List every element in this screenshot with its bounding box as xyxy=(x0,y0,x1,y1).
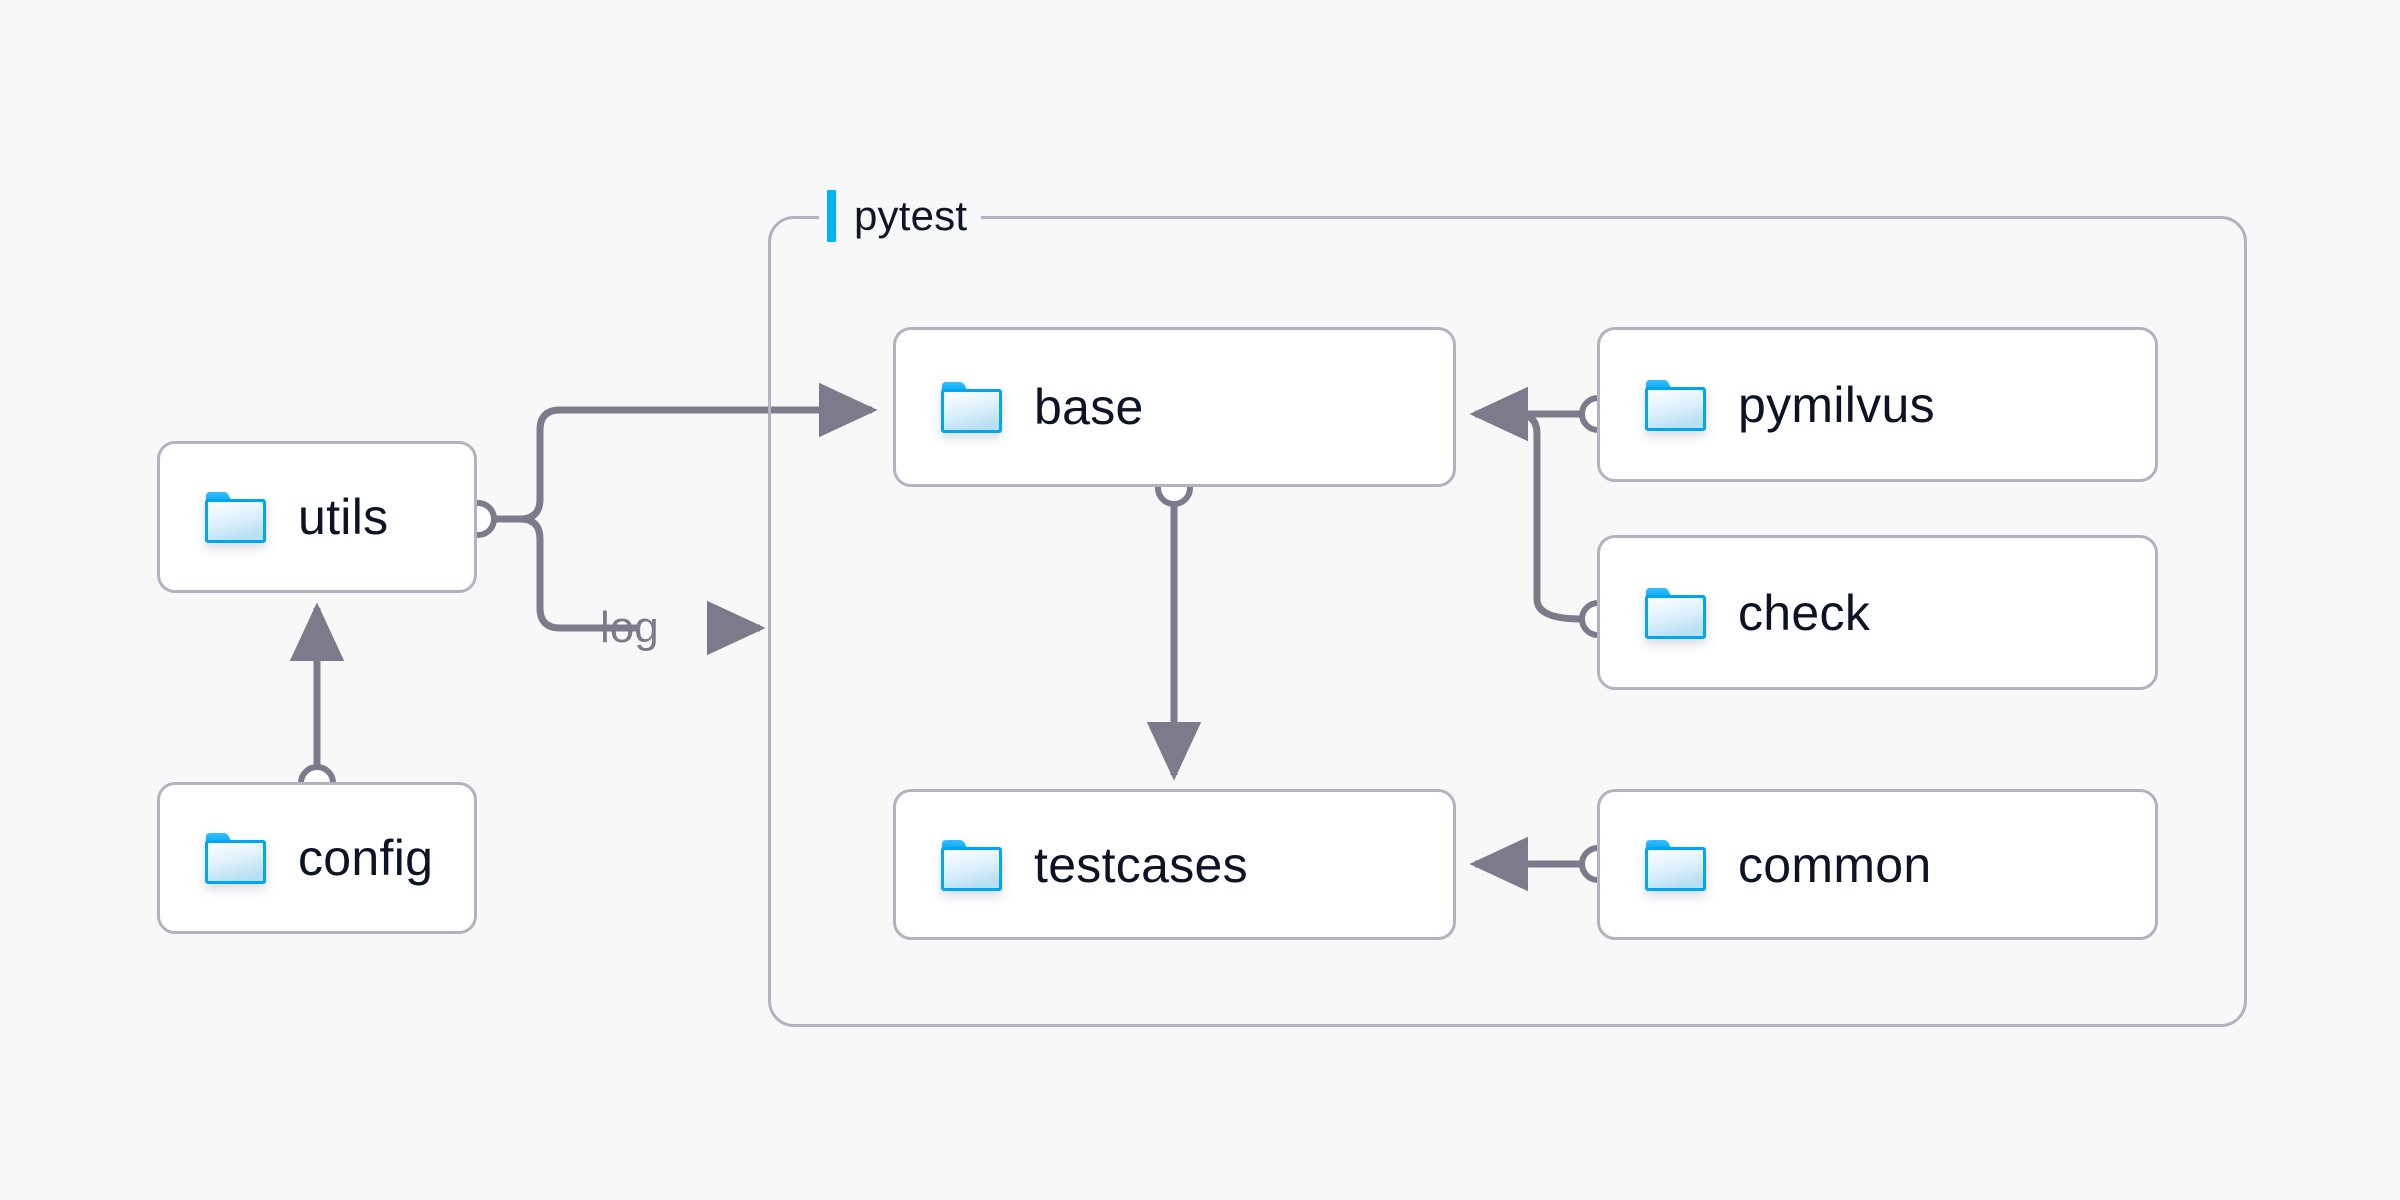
node-pymilvus[interactable]: pymilvus xyxy=(1597,327,2158,482)
folder-icon xyxy=(940,837,1004,893)
group-pytest-label: pytest xyxy=(819,185,982,247)
node-config[interactable]: config xyxy=(157,782,477,934)
node-label: testcases xyxy=(1034,836,1248,893)
folder-icon xyxy=(204,830,268,886)
node-label: pymilvus xyxy=(1738,376,1935,433)
group-title-text: pytest xyxy=(854,192,968,239)
accent-bar-icon xyxy=(827,190,836,242)
folder-icon xyxy=(1644,837,1708,893)
node-testcases[interactable]: testcases xyxy=(893,789,1456,940)
folder-icon xyxy=(940,379,1004,435)
node-base[interactable]: base xyxy=(893,327,1456,487)
node-label: base xyxy=(1034,379,1144,435)
node-common[interactable]: common xyxy=(1597,789,2158,940)
node-label: config xyxy=(298,830,434,886)
node-check[interactable]: check xyxy=(1597,535,2158,690)
node-label: check xyxy=(1738,584,1871,641)
node-label: common xyxy=(1738,836,1932,893)
folder-icon xyxy=(1644,585,1708,641)
node-utils[interactable]: utils xyxy=(157,441,477,593)
folder-icon xyxy=(204,489,268,545)
group-pytest[interactable] xyxy=(768,216,2247,1027)
node-label: utils xyxy=(298,489,389,545)
edge-label-log: log xyxy=(600,603,659,652)
folder-icon xyxy=(1644,377,1708,433)
